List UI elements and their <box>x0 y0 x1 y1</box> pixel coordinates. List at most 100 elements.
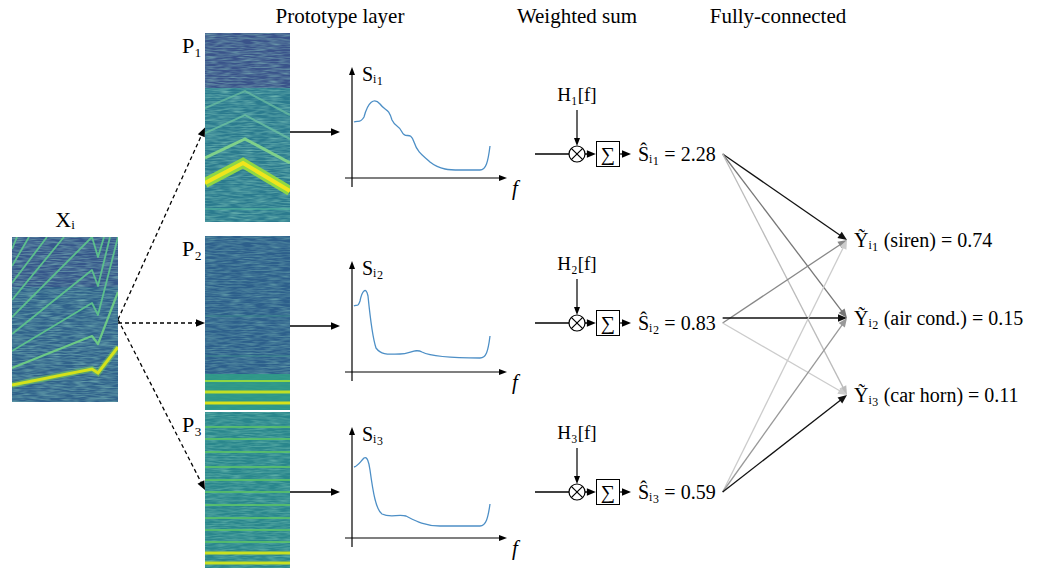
connector-line <box>118 135 202 320</box>
class-output-text: Ỹᵢ₂ (air cond.) = 0.15 <box>854 306 1023 330</box>
axis-label: f <box>512 536 518 561</box>
spectrogram-band <box>205 374 290 410</box>
connector <box>723 154 847 240</box>
connector-line <box>118 320 201 483</box>
filter-label: H₃[f] <box>557 422 596 445</box>
spectrogram-ground <box>205 236 290 410</box>
arrowhead <box>837 387 847 395</box>
connector-line <box>723 154 843 312</box>
harmonic-line <box>205 315 290 317</box>
harmonic-line <box>205 451 290 453</box>
connector <box>118 320 205 491</box>
spectrogram-noise <box>205 33 290 222</box>
column-header: Fully-connected <box>710 4 846 29</box>
connector <box>723 154 847 395</box>
harmonic-line <box>205 552 290 555</box>
harmonic-line <box>12 237 29 266</box>
harmonic-line <box>205 355 290 357</box>
connector-line <box>723 323 840 391</box>
harmonic-line <box>205 562 290 565</box>
column-header: Prototype layer <box>276 4 405 29</box>
connector <box>723 318 847 492</box>
harmonic-line <box>205 466 290 468</box>
sum-box: ∑ <box>596 310 620 336</box>
arrowhead <box>198 480 205 490</box>
connector <box>290 128 340 136</box>
weight-arrow <box>576 448 577 477</box>
connector-line <box>290 491 332 492</box>
arrowhead <box>587 319 596 327</box>
arrowhead <box>198 128 205 138</box>
connector <box>723 240 847 323</box>
similarity-plot-box: Sᵢ₃ f <box>340 422 535 562</box>
fundamental-line <box>205 163 290 191</box>
score-value-text: Ŝᵢ₃ = 0.59 <box>638 480 716 504</box>
axis-arrow <box>499 369 507 375</box>
connector-line <box>723 247 844 492</box>
score-value-text: Ŝᵢ₂ = 0.83 <box>638 311 716 335</box>
multiplier-cross <box>571 317 582 328</box>
connector-line <box>723 154 841 235</box>
harmonic-line <box>205 91 290 115</box>
harmonic-line <box>205 479 290 481</box>
fundamental-glow <box>205 163 290 191</box>
prototype-spectrogram: P₂ <box>205 236 290 410</box>
multiplier-cross <box>571 148 582 159</box>
harmonic-line <box>205 517 290 519</box>
multiplier-circle <box>569 484 585 500</box>
multiplier-cross <box>571 148 582 159</box>
connector-line <box>723 154 844 388</box>
arrowhead <box>837 232 847 240</box>
axis-arrow <box>349 261 355 269</box>
connector-line <box>723 325 843 492</box>
connector-line <box>290 131 332 132</box>
harmonic-line <box>12 237 47 283</box>
sum-box: ∑ <box>596 479 620 505</box>
multiplier-symbol <box>569 110 585 162</box>
axis-label: f <box>512 176 518 201</box>
harmonic-line <box>205 504 290 506</box>
class-output: Ỹᵢ₃ (car horn) = 0.11 <box>852 381 1021 409</box>
class-output: Ỹᵢ₁ (siren) = 0.74 <box>852 226 994 254</box>
prototype-spectrogram: P₃ <box>205 412 290 568</box>
score-value: Ŝᵢ₃ = 0.59 <box>636 478 718 506</box>
multiplier-circle <box>569 146 585 162</box>
harmonic-line <box>12 237 17 249</box>
plot-title: Sᵢ₁ <box>362 62 383 86</box>
similarity-plot-box: Sᵢ₁ f <box>340 62 535 202</box>
spectrogram-noise <box>205 412 290 568</box>
input-spectrogram-image <box>12 237 118 402</box>
sum-symbol: ∑ <box>601 311 615 335</box>
similarity-curve <box>354 101 490 170</box>
similarity-plot-box: Sᵢ₂f <box>340 256 535 396</box>
weight-arrowhead <box>574 307 580 315</box>
image-heading: Xᵢ <box>55 207 75 233</box>
arrowhead <box>838 395 847 404</box>
arrowhead <box>622 319 631 327</box>
filter-label: H₂[f] <box>557 253 596 276</box>
connector <box>535 488 596 496</box>
axis-line <box>351 268 352 381</box>
connector <box>723 154 847 318</box>
axis-line <box>351 434 352 547</box>
connector <box>620 488 631 496</box>
axis-arrow <box>349 67 355 75</box>
plot-title: Sᵢ₂ <box>362 256 383 280</box>
axis-line <box>345 177 500 178</box>
weight-arrow <box>576 279 577 308</box>
column-header: Weighted sum <box>517 4 637 29</box>
arrowhead <box>840 240 847 250</box>
axis-arrow <box>499 175 507 181</box>
connector <box>723 323 847 395</box>
weight-arrow <box>576 110 577 139</box>
plot-title: Sᵢ₃ <box>362 422 383 446</box>
harmonic-line <box>12 292 118 368</box>
connector-line <box>290 325 332 326</box>
harmonic-line <box>205 115 290 139</box>
connector <box>118 128 205 320</box>
spectrogram-noise <box>12 237 118 402</box>
axis-line <box>351 74 352 187</box>
harmonic-line <box>12 237 110 334</box>
